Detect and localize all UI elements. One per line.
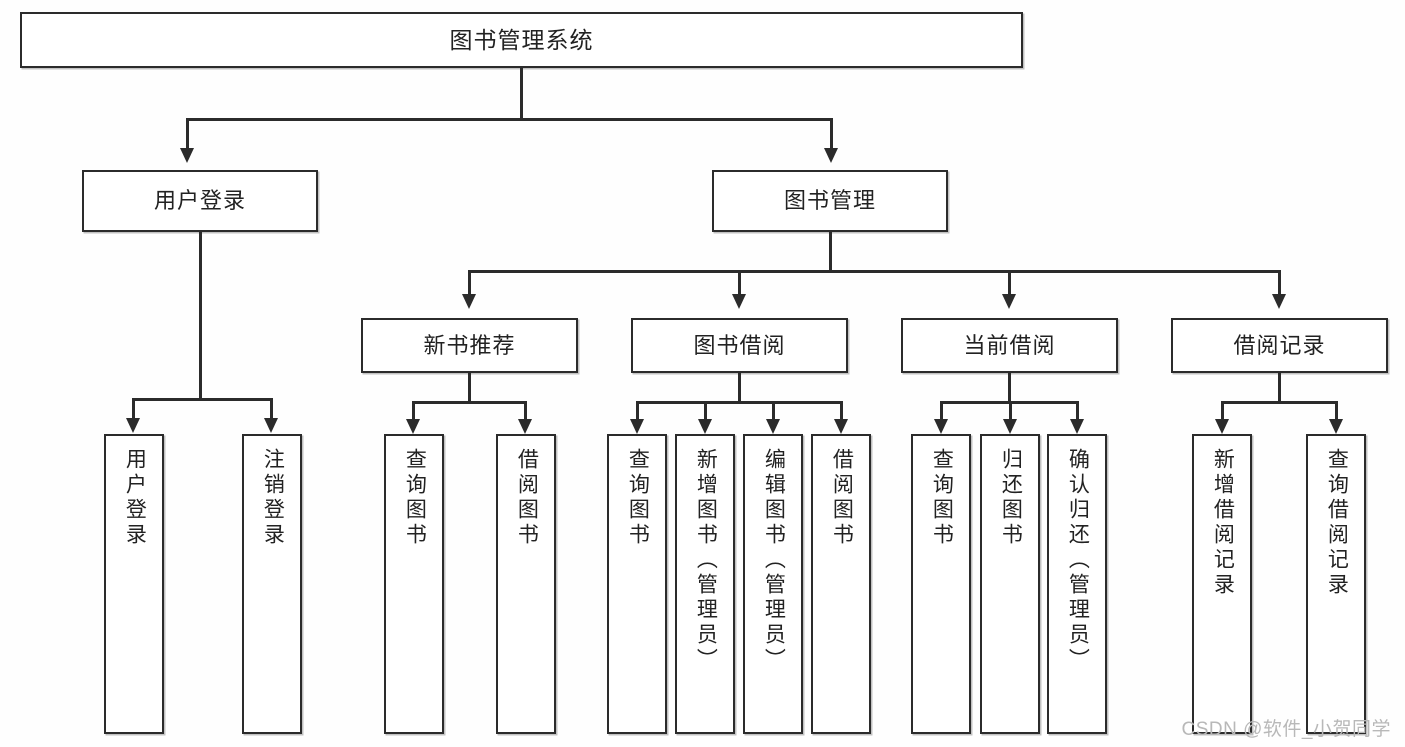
node-root-system[interactable]: 图书管理系统 xyxy=(20,12,1023,68)
arrow-to-borrow-record xyxy=(1272,294,1286,309)
node-label: 借阅图书 xyxy=(515,448,539,548)
connector-new-book-drop-1 xyxy=(412,401,415,421)
node-label: 图书管理 xyxy=(783,188,876,214)
connector-to-current-borrow xyxy=(1008,270,1011,296)
node-label: 当前借阅 xyxy=(963,332,1056,358)
connector-new-book-bus xyxy=(412,401,526,404)
connector-current-borrow-drop-3 xyxy=(1076,401,1079,421)
connector-new-book-drop-2 xyxy=(524,401,527,421)
leaf-current-query-book[interactable]: 查询图书 xyxy=(911,434,971,734)
connector-borrow-record-drop-2 xyxy=(1335,401,1338,421)
node-label: 确认归还（管理员） xyxy=(1066,448,1090,673)
connector-book-manage-stem xyxy=(829,232,832,272)
arrow-book-borrow-leaf-2 xyxy=(698,419,712,434)
node-label: 查询图书 xyxy=(403,448,427,548)
node-label: 查询借阅记录 xyxy=(1325,448,1349,598)
connector-book-borrow-drop-1 xyxy=(636,401,639,421)
arrow-to-user-login xyxy=(180,148,194,163)
leaf-current-confirm-return-admin[interactable]: 确认归还（管理员） xyxy=(1047,434,1107,734)
node-book-borrow[interactable]: 图书借阅 xyxy=(631,318,848,373)
node-label: 编辑图书（管理员） xyxy=(762,448,786,673)
arrow-user-login-leaf-2 xyxy=(264,418,278,433)
connector-to-new-book xyxy=(468,270,471,296)
connector-current-borrow-drop-1 xyxy=(940,401,943,421)
connector-borrow-record-bus xyxy=(1221,401,1337,404)
arrow-current-borrow-leaf-3 xyxy=(1070,419,1084,434)
connector-book-borrow-drop-3 xyxy=(772,401,775,421)
node-label: 新增图书（管理员） xyxy=(694,448,718,673)
connector-book-borrow-bus xyxy=(636,401,842,404)
node-label: 注销登录 xyxy=(261,448,285,548)
arrow-to-book-manage xyxy=(824,148,838,163)
arrow-new-book-leaf-1 xyxy=(406,419,420,434)
arrow-book-borrow-leaf-3 xyxy=(766,419,780,434)
node-new-book-recommend[interactable]: 新书推荐 xyxy=(361,318,578,373)
connector-user-login-bus xyxy=(132,398,271,401)
leaf-recommend-borrow-book[interactable]: 借阅图书 xyxy=(496,434,556,734)
node-label: 借阅图书 xyxy=(830,448,854,548)
connector-book-borrow-drop-2 xyxy=(704,401,707,421)
leaf-borrow-add-book-admin[interactable]: 新增图书（管理员） xyxy=(675,434,735,734)
node-label: 用户登录 xyxy=(153,188,246,214)
arrow-to-book-borrow xyxy=(732,294,746,309)
node-label: 图书借阅 xyxy=(693,332,786,358)
leaf-borrow-borrow-book[interactable]: 借阅图书 xyxy=(811,434,871,734)
leaf-borrow-query-book[interactable]: 查询图书 xyxy=(607,434,667,734)
node-label: 新书推荐 xyxy=(423,332,516,358)
connector-root-bus xyxy=(186,118,833,121)
arrow-book-borrow-leaf-4 xyxy=(834,419,848,434)
connector-to-user-login xyxy=(186,118,189,150)
leaf-borrow-edit-book-admin[interactable]: 编辑图书（管理员） xyxy=(743,434,803,734)
connector-to-borrow-record xyxy=(1278,270,1281,296)
connector-borrow-record-drop-1 xyxy=(1221,401,1224,421)
connector-to-book-borrow xyxy=(738,270,741,296)
connector-user-login-drop-1 xyxy=(132,398,135,420)
connector-to-book-manage xyxy=(830,118,833,150)
node-label: 归还图书 xyxy=(999,448,1023,548)
leaf-user-login[interactable]: 用户登录 xyxy=(104,434,164,734)
connector-borrow-record-stem xyxy=(1278,373,1281,403)
leaf-recommend-query-book[interactable]: 查询图书 xyxy=(384,434,444,734)
node-book-management[interactable]: 图书管理 xyxy=(712,170,948,232)
node-label: 图书管理系统 xyxy=(449,26,594,53)
node-label: 查询图书 xyxy=(930,448,954,548)
connector-user-login-drop-2 xyxy=(270,398,273,420)
node-label: 新增借阅记录 xyxy=(1211,448,1235,598)
arrow-borrow-record-leaf-2 xyxy=(1329,419,1343,434)
node-borrow-record[interactable]: 借阅记录 xyxy=(1171,318,1388,373)
node-user-login[interactable]: 用户登录 xyxy=(82,170,318,232)
arrow-book-borrow-leaf-1 xyxy=(630,419,644,434)
leaf-record-query-record[interactable]: 查询借阅记录 xyxy=(1306,434,1366,734)
arrow-to-current-borrow xyxy=(1002,294,1016,309)
leaf-record-add-record[interactable]: 新增借阅记录 xyxy=(1192,434,1252,734)
arrow-to-new-book xyxy=(462,294,476,309)
connector-book-borrow-drop-4 xyxy=(840,401,843,421)
connector-user-login-stem xyxy=(199,232,202,400)
arrow-new-book-leaf-2 xyxy=(518,419,532,434)
node-current-borrow[interactable]: 当前借阅 xyxy=(901,318,1118,373)
arrow-current-borrow-leaf-2 xyxy=(1003,419,1017,434)
connector-root-stem xyxy=(520,68,523,120)
arrow-user-login-leaf-1 xyxy=(126,418,140,433)
arrow-borrow-record-leaf-1 xyxy=(1215,419,1229,434)
connector-book-borrow-stem xyxy=(738,373,741,403)
csdn-watermark: CSDN @软件_小贺同学 xyxy=(1181,719,1391,740)
node-label: 查询图书 xyxy=(626,448,650,548)
connector-current-borrow-drop-2 xyxy=(1009,401,1012,421)
connector-new-book-stem xyxy=(468,373,471,403)
node-label: 用户登录 xyxy=(123,448,147,548)
leaf-current-return-book[interactable]: 归还图书 xyxy=(980,434,1040,734)
arrow-current-borrow-leaf-1 xyxy=(934,419,948,434)
connector-current-borrow-stem xyxy=(1008,373,1011,403)
leaf-logout[interactable]: 注销登录 xyxy=(242,434,302,734)
connector-level3-bus xyxy=(468,270,1280,273)
node-label: 借阅记录 xyxy=(1233,332,1326,358)
